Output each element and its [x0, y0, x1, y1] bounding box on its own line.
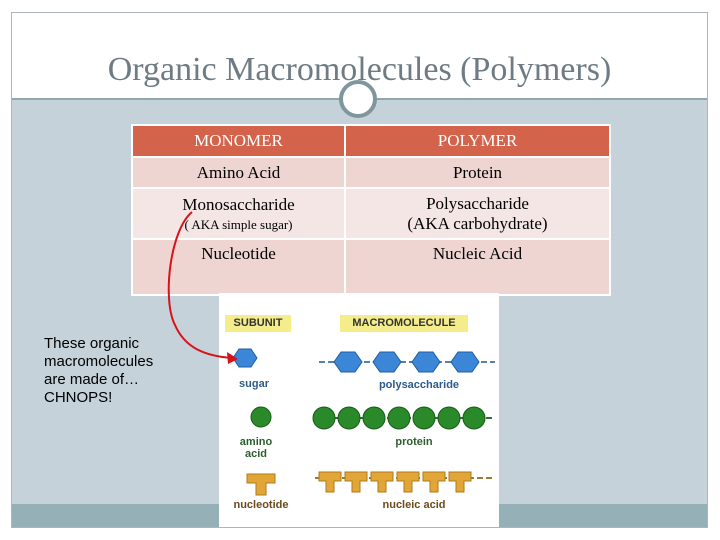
sugar-hexagon-icon	[232, 348, 258, 368]
monomer-note: ( AKA simple sugar)	[184, 216, 293, 232]
protein-unit-icon	[412, 406, 436, 430]
nucleic-acid-unit-icon	[344, 471, 368, 493]
table-row: Amino Acid Protein	[130, 156, 611, 189]
polymer-cell: Polysaccharide (AKA carbohydrate)	[344, 187, 611, 240]
polysaccharide-caption: polysaccharide	[378, 379, 460, 391]
nucleotide-t-block-icon	[246, 473, 276, 496]
amino-acid-circle-icon	[250, 406, 272, 428]
slide-frame	[11, 12, 708, 528]
protein-unit-icon	[387, 406, 411, 430]
protein-unit-icon	[312, 406, 336, 430]
polysaccharide-unit-icon	[372, 351, 402, 373]
polysaccharide-unit-icon	[411, 351, 441, 373]
polymer-cell: Nucleic Acid	[344, 238, 611, 296]
table-row: Nucleotide Nucleic Acid	[130, 238, 611, 296]
monomer-cell: Monosaccharide ( AKA simple sugar)	[130, 187, 347, 240]
polymer-name: Protein	[452, 162, 503, 182]
nucleic-acid-unit-icon	[370, 471, 394, 493]
protein-unit-icon	[362, 406, 386, 430]
protein-caption: protein	[395, 436, 433, 448]
table-row: Monosaccharide ( AKA simple sugar) Polys…	[130, 187, 611, 240]
divider-circle-ornament	[339, 80, 377, 118]
polysaccharide-unit-icon	[450, 351, 480, 373]
chnops-note: These organic macromolecules are made of…	[44, 335, 153, 407]
polymer-name: Polysaccharide	[426, 193, 529, 213]
note-line: CHNOPS!	[44, 389, 113, 406]
monomer-name: Amino Acid	[196, 162, 281, 182]
subunit-label: SUBUNIT	[225, 315, 291, 332]
protein-unit-icon	[337, 406, 361, 430]
header-monomer: MONOMER	[130, 124, 347, 158]
polysaccharide-unit-icon	[333, 351, 363, 373]
polymer-name: Nucleic Acid	[432, 244, 523, 263]
monomer-name: Monosaccharide	[182, 194, 295, 214]
monomer-name: Nucleotide	[201, 244, 276, 263]
monomer-cell: Amino Acid	[130, 156, 347, 189]
amino-acid-caption: amino acid	[239, 436, 273, 460]
monomer-polymer-table: MONOMER POLYMER Amino Acid Protein Monos…	[130, 124, 611, 296]
protein-unit-icon	[437, 406, 461, 430]
polymer-note: (AKA carbohydrate)	[407, 213, 548, 233]
nucleic-acid-unit-icon	[422, 471, 446, 493]
note-line: macromolecules	[44, 353, 154, 370]
protein-unit-icon	[462, 406, 486, 430]
polymer-cell: Protein	[344, 156, 611, 189]
nucleic-acid-unit-icon	[396, 471, 420, 493]
monomer-cell: Nucleotide	[130, 238, 347, 296]
figure-shapes	[232, 348, 495, 496]
subunit-macromolecule-figure: SUBUNIT MACROMOLECULE sugar polysacchar	[219, 293, 499, 527]
note-line: These organic	[44, 335, 140, 352]
nucleic-acid-caption: nucleic acid	[382, 499, 446, 511]
sugar-caption: sugar	[239, 378, 269, 390]
nucleotide-caption: nucleotide	[233, 499, 289, 511]
macromolecule-label: MACROMOLECULE	[340, 315, 468, 332]
note-line: are made of…	[44, 371, 140, 388]
header-polymer: POLYMER	[344, 124, 611, 158]
nucleic-acid-unit-icon	[318, 471, 342, 493]
nucleic-acid-unit-icon	[448, 471, 472, 493]
